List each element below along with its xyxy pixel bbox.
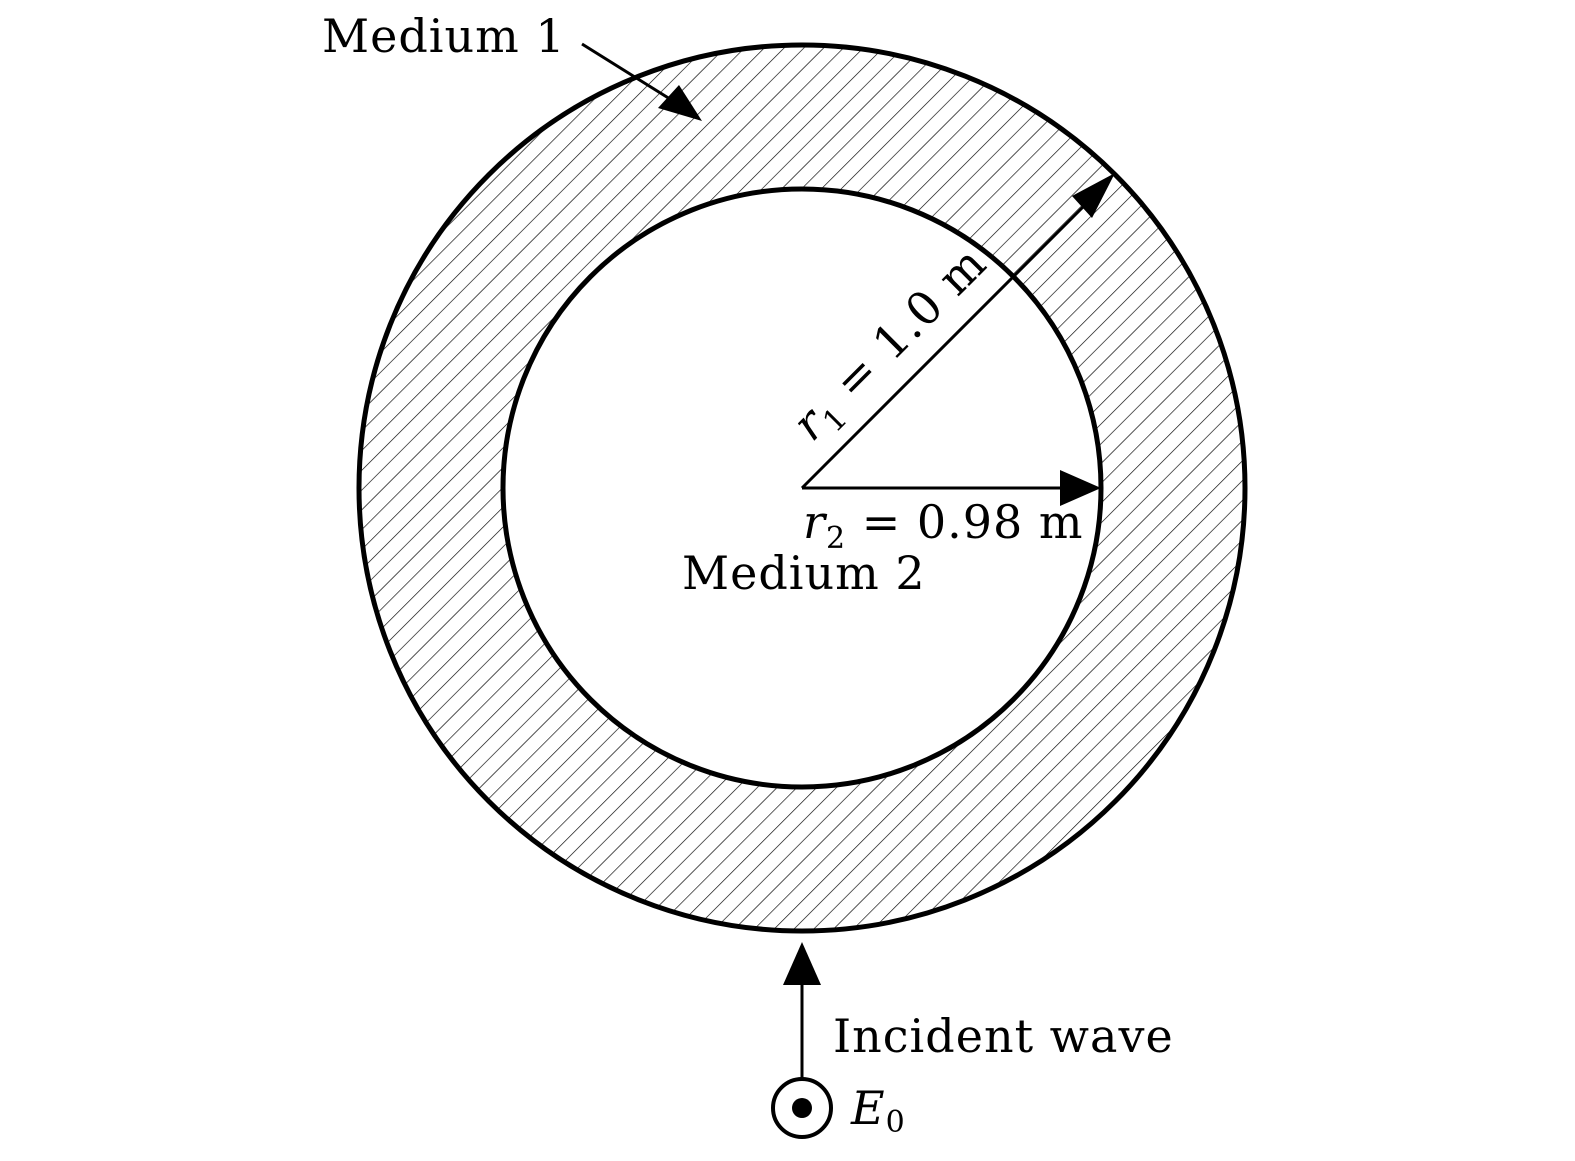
incident-wave-arrow xyxy=(783,942,821,1078)
incident-wave-label: Incident wave xyxy=(833,1009,1174,1063)
arrowhead-icon xyxy=(1060,470,1101,506)
field-label: E0 xyxy=(850,1081,906,1140)
arrowhead-icon xyxy=(1072,173,1115,218)
r1-radius-arrow xyxy=(800,173,1115,490)
r2-value: = 0.98 m xyxy=(846,495,1083,549)
arrowhead-icon xyxy=(783,942,821,985)
outer-boundary-circle xyxy=(356,42,1248,934)
medium-2-label: Medium 2 xyxy=(682,546,926,600)
r2-radius-arrow xyxy=(802,470,1101,506)
arrowhead-icon xyxy=(658,85,702,121)
dot-in-circle-icon xyxy=(771,1077,833,1139)
r2-subscript: 2 xyxy=(826,521,846,556)
r2-label: r2 = 0.98 m xyxy=(803,495,1084,556)
r1-label: r1 = 1.0 m xyxy=(782,236,1002,456)
medium-1-label: Medium 1 xyxy=(322,9,566,63)
field-subscript: 0 xyxy=(886,1105,906,1140)
medium-1-pointer-arrow xyxy=(581,42,702,121)
field-symbol: E xyxy=(850,1081,886,1135)
r2-symbol: r xyxy=(803,495,828,549)
r1-value: = 1.0 m xyxy=(812,236,997,421)
